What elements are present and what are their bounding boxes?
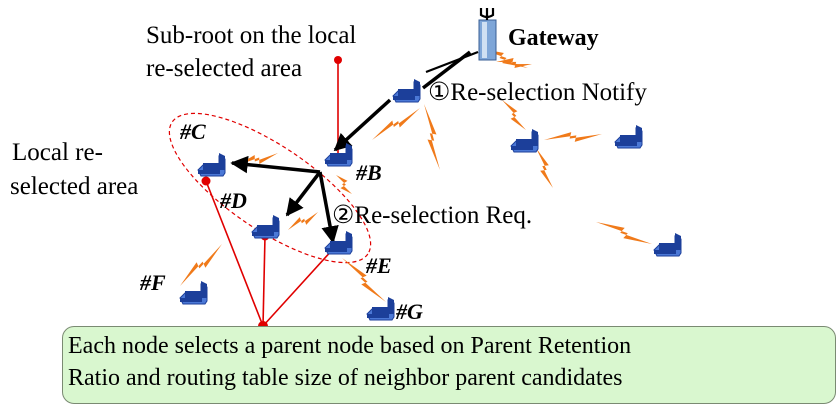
wireless-links <box>180 48 652 302</box>
wireless-link-10 <box>180 244 222 286</box>
local-area-label-line1: Local re- <box>12 139 103 166</box>
node-label-d: #D <box>220 188 247 213</box>
node-label-c: #C <box>180 119 206 144</box>
node-label-e: #E <box>366 253 392 278</box>
sensor-nodes <box>179 79 682 321</box>
wireless-link-12 <box>288 212 318 230</box>
note-box <box>62 326 836 404</box>
gateway-label: Gateway <box>508 25 599 51</box>
sensor-node-icon-f <box>179 281 208 305</box>
node-label-g: #G <box>396 299 423 324</box>
sensor-node-icon-b <box>324 143 353 167</box>
local-area-label-line2: selected area <box>10 173 139 200</box>
subroot-label-line2: re-selected area <box>146 55 303 82</box>
sensor-node-icon-3 <box>653 233 682 257</box>
step2-label: ②Re-selection Req. <box>332 202 533 229</box>
step1-label: ①Re-selection Notify <box>428 79 647 106</box>
wireless-link-7 <box>596 222 652 244</box>
sensor-node-icon-2 <box>614 125 643 149</box>
local-area-ellipse <box>168 112 372 264</box>
antenna-tower-icon <box>478 8 497 61</box>
note-line-1: Each node selects a parent node based on… <box>68 333 632 359</box>
wireless-link-5 <box>536 148 553 188</box>
wireless-link-1 <box>496 58 532 68</box>
sensor-node-icon-g <box>366 297 395 321</box>
notify-line-2 <box>425 50 479 74</box>
node-label-f: #F <box>140 270 166 295</box>
wireless-link-4 <box>502 100 526 130</box>
wireless-link-9 <box>342 258 386 302</box>
note-line-2: Ratio and routing table size of neighbor… <box>68 365 623 391</box>
wireless-link-2 <box>372 108 420 140</box>
sensor-node-icon-notify <box>392 79 421 103</box>
sensor-node-icon-d <box>251 215 280 239</box>
sensor-node-icon-e <box>324 231 353 255</box>
reselection-arrows <box>230 98 392 244</box>
wireless-link-3 <box>424 104 440 170</box>
wireless-link-0 <box>478 48 528 68</box>
wireless-link-6 <box>544 132 602 142</box>
sensor-node-icon-1 <box>510 129 539 153</box>
wireless-link-11 <box>236 153 278 166</box>
wireless-link-8 <box>336 175 352 194</box>
subroot-label-line1: Sub-root on the local <box>146 22 357 49</box>
sensor-node-icon-c <box>197 153 226 177</box>
node-label-b: #B <box>356 160 382 185</box>
